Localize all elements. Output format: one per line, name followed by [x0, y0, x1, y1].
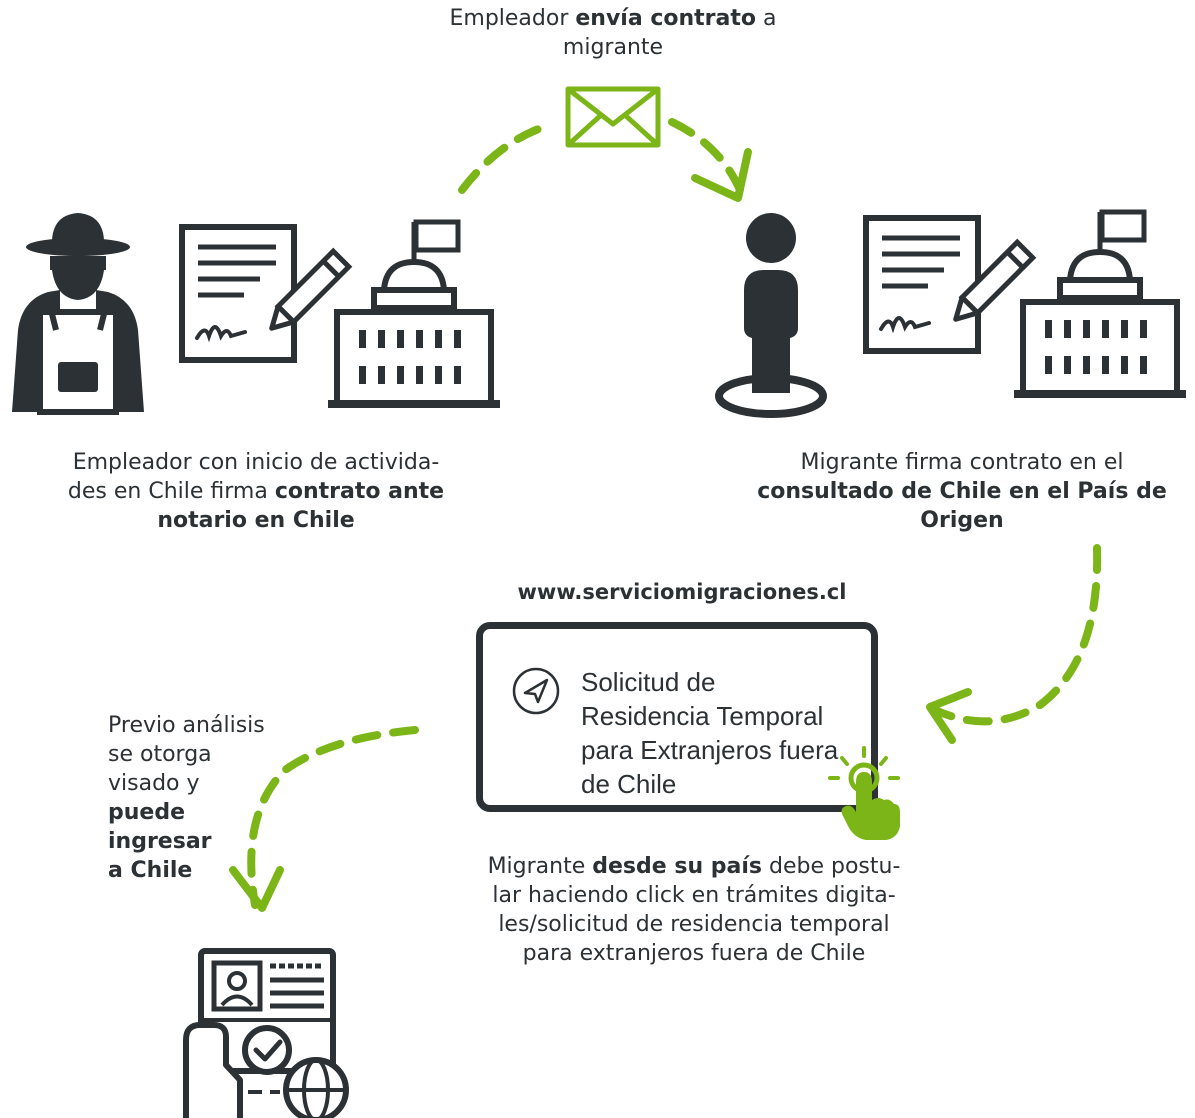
caption-text: Empleador — [449, 6, 576, 31]
caption-text: Previo análisis — [108, 713, 265, 738]
caption-text: para extranjeros fuera de Chile — [522, 941, 866, 966]
arrow-to-envelope — [458, 121, 554, 194]
card-line: para Extranjeros fuera — [581, 735, 839, 765]
arrow-envelope-to-migrant — [668, 118, 744, 194]
caption-bold: puede — [108, 800, 185, 825]
farmer-icon — [12, 213, 144, 415]
caption-bold: ingresar — [108, 829, 212, 854]
caption-bold: contrato ante — [274, 479, 445, 504]
website-url: www.serviciomigraciones.cl — [517, 580, 847, 604]
caption-visa-granted: Previo análisis se otorga visado y puede… — [108, 711, 308, 885]
caption-bold: consultado de Chile en el País de — [757, 479, 1167, 504]
application-card[interactable]: Solicitud de Residencia Temporal para Ex… — [476, 622, 878, 812]
signed-contract-icon — [179, 224, 353, 363]
visa-passport-icon — [183, 948, 349, 1118]
card-line: Residencia Temporal — [581, 701, 824, 731]
caption-text: se otorga — [108, 742, 212, 767]
caption-text: visado y — [108, 771, 200, 796]
caption-text: Migrante firma contrato en el — [800, 450, 1124, 475]
application-card-title[interactable]: Solicitud de Residencia Temporal para Ex… — [581, 665, 881, 801]
arrow-website-to-visa — [247, 726, 419, 909]
arrowhead-visa — [229, 866, 284, 912]
government-building-icon — [328, 219, 500, 408]
caption-bold: notario en Chile — [157, 508, 355, 533]
caption-text: des en Chile firma — [67, 479, 275, 504]
caption-text: les/solicitud de residencia temporal — [498, 912, 890, 937]
arrow-consulate-to-website — [931, 544, 1102, 726]
caption-text: a — [756, 6, 777, 31]
caption-apply-online: Migrante desde su país debe postu- lar h… — [458, 852, 930, 968]
card-line: de Chile — [581, 769, 677, 799]
government-building-icon-consulate — [1014, 209, 1186, 398]
caption-text: debe postu- — [762, 854, 901, 879]
caption-bold: Origen — [920, 508, 1004, 533]
envelope-icon — [565, 86, 661, 148]
arrowhead-website — [926, 688, 972, 744]
caption-send-contract: Empleador envía contrato a migrante — [420, 4, 806, 62]
caption-text: Migrante — [487, 854, 593, 879]
signed-contract-icon-consulate — [863, 215, 1037, 354]
caption-bold: envía contrato — [575, 6, 757, 31]
caption-text: lar haciendo click en trámites digita- — [492, 883, 896, 908]
tap-hand-icon — [828, 746, 900, 840]
caption-bold: a Chile — [108, 858, 193, 883]
caption-employer-signs: Empleador con inicio de activida- des en… — [30, 448, 482, 535]
migrant-person-icon — [715, 213, 827, 418]
caption-text: migrante — [562, 35, 664, 60]
card-line: Solicitud de — [581, 667, 716, 697]
caption-migrant-signs: Migrante firma contrato en el consultado… — [745, 448, 1179, 535]
navigation-arrow-icon — [512, 667, 560, 715]
caption-bold: desde su país — [592, 854, 763, 879]
caption-text: Empleador con inicio de activida- — [72, 450, 440, 475]
arrowhead-migrant — [691, 148, 752, 202]
